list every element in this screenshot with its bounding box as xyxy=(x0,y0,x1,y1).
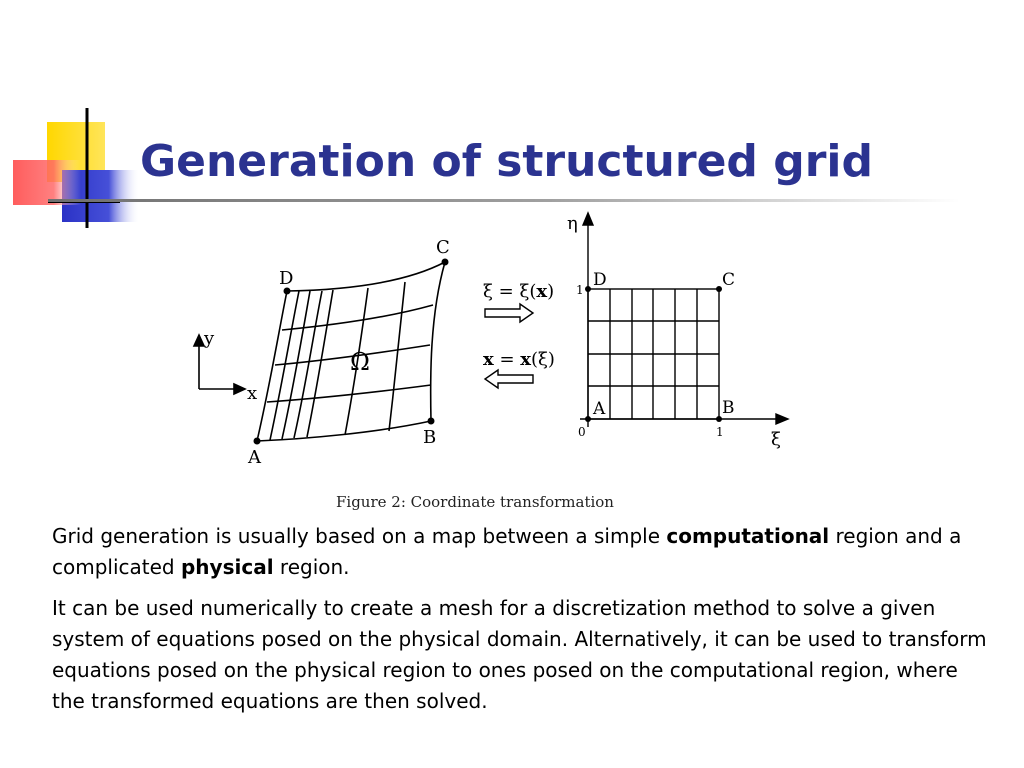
label-b: B xyxy=(423,427,436,448)
deco-red-square xyxy=(13,160,81,205)
inverse-map-equation: x = x(ξ) xyxy=(483,349,555,370)
paragraph-1: Grid generation is usually based on a ma… xyxy=(52,524,962,579)
comp-point-a xyxy=(585,416,591,422)
comp-label-d: D xyxy=(593,270,607,290)
physical-corner-points xyxy=(253,258,449,445)
label-c: C xyxy=(436,237,450,258)
comp-point-b xyxy=(716,416,722,422)
coordinate-transformation-figure: A B C D y x Ω ξ = ξ(x) x = x(ξ) xyxy=(175,205,805,525)
label-d: D xyxy=(279,268,293,289)
title-underline xyxy=(48,199,960,202)
slide-title: Generation of structured grid xyxy=(140,136,874,187)
comp-point-c xyxy=(716,286,722,292)
paragraph-2: It can be used numerically to create a m… xyxy=(52,596,987,713)
point-b xyxy=(427,417,435,425)
bold-computational: computational xyxy=(666,524,830,548)
bold-physical: physical xyxy=(180,555,274,579)
computational-corner-points xyxy=(585,286,722,422)
figure-caption: Figure 2: Coordinate transformation xyxy=(336,493,614,511)
comp-point-d xyxy=(585,286,591,292)
computational-domain xyxy=(580,211,790,427)
label-xi: ξ xyxy=(771,429,781,450)
corner-decoration xyxy=(13,108,140,228)
comp-label-c: C xyxy=(722,270,735,290)
point-a xyxy=(253,437,261,445)
tick-xi-one: 1 xyxy=(716,425,724,439)
label-a: A xyxy=(247,447,262,468)
comp-label-a: A xyxy=(592,399,606,419)
forward-arrow xyxy=(484,302,535,324)
body-text: Grid generation is usually based on a ma… xyxy=(52,521,992,727)
tick-origin: 0 xyxy=(578,425,586,439)
label-x-axis: x xyxy=(247,383,257,404)
label-omega: Ω xyxy=(350,348,370,376)
label-y-axis: y xyxy=(203,328,215,349)
tick-eta-one: 1 xyxy=(576,283,584,297)
point-c xyxy=(441,258,449,266)
forward-map-equation: ξ = ξ(x) xyxy=(483,281,554,302)
label-eta: η xyxy=(567,213,578,234)
physical-domain xyxy=(192,260,447,442)
comp-label-b: B xyxy=(722,398,735,418)
point-d xyxy=(283,287,291,295)
inverse-arrow xyxy=(483,368,534,390)
